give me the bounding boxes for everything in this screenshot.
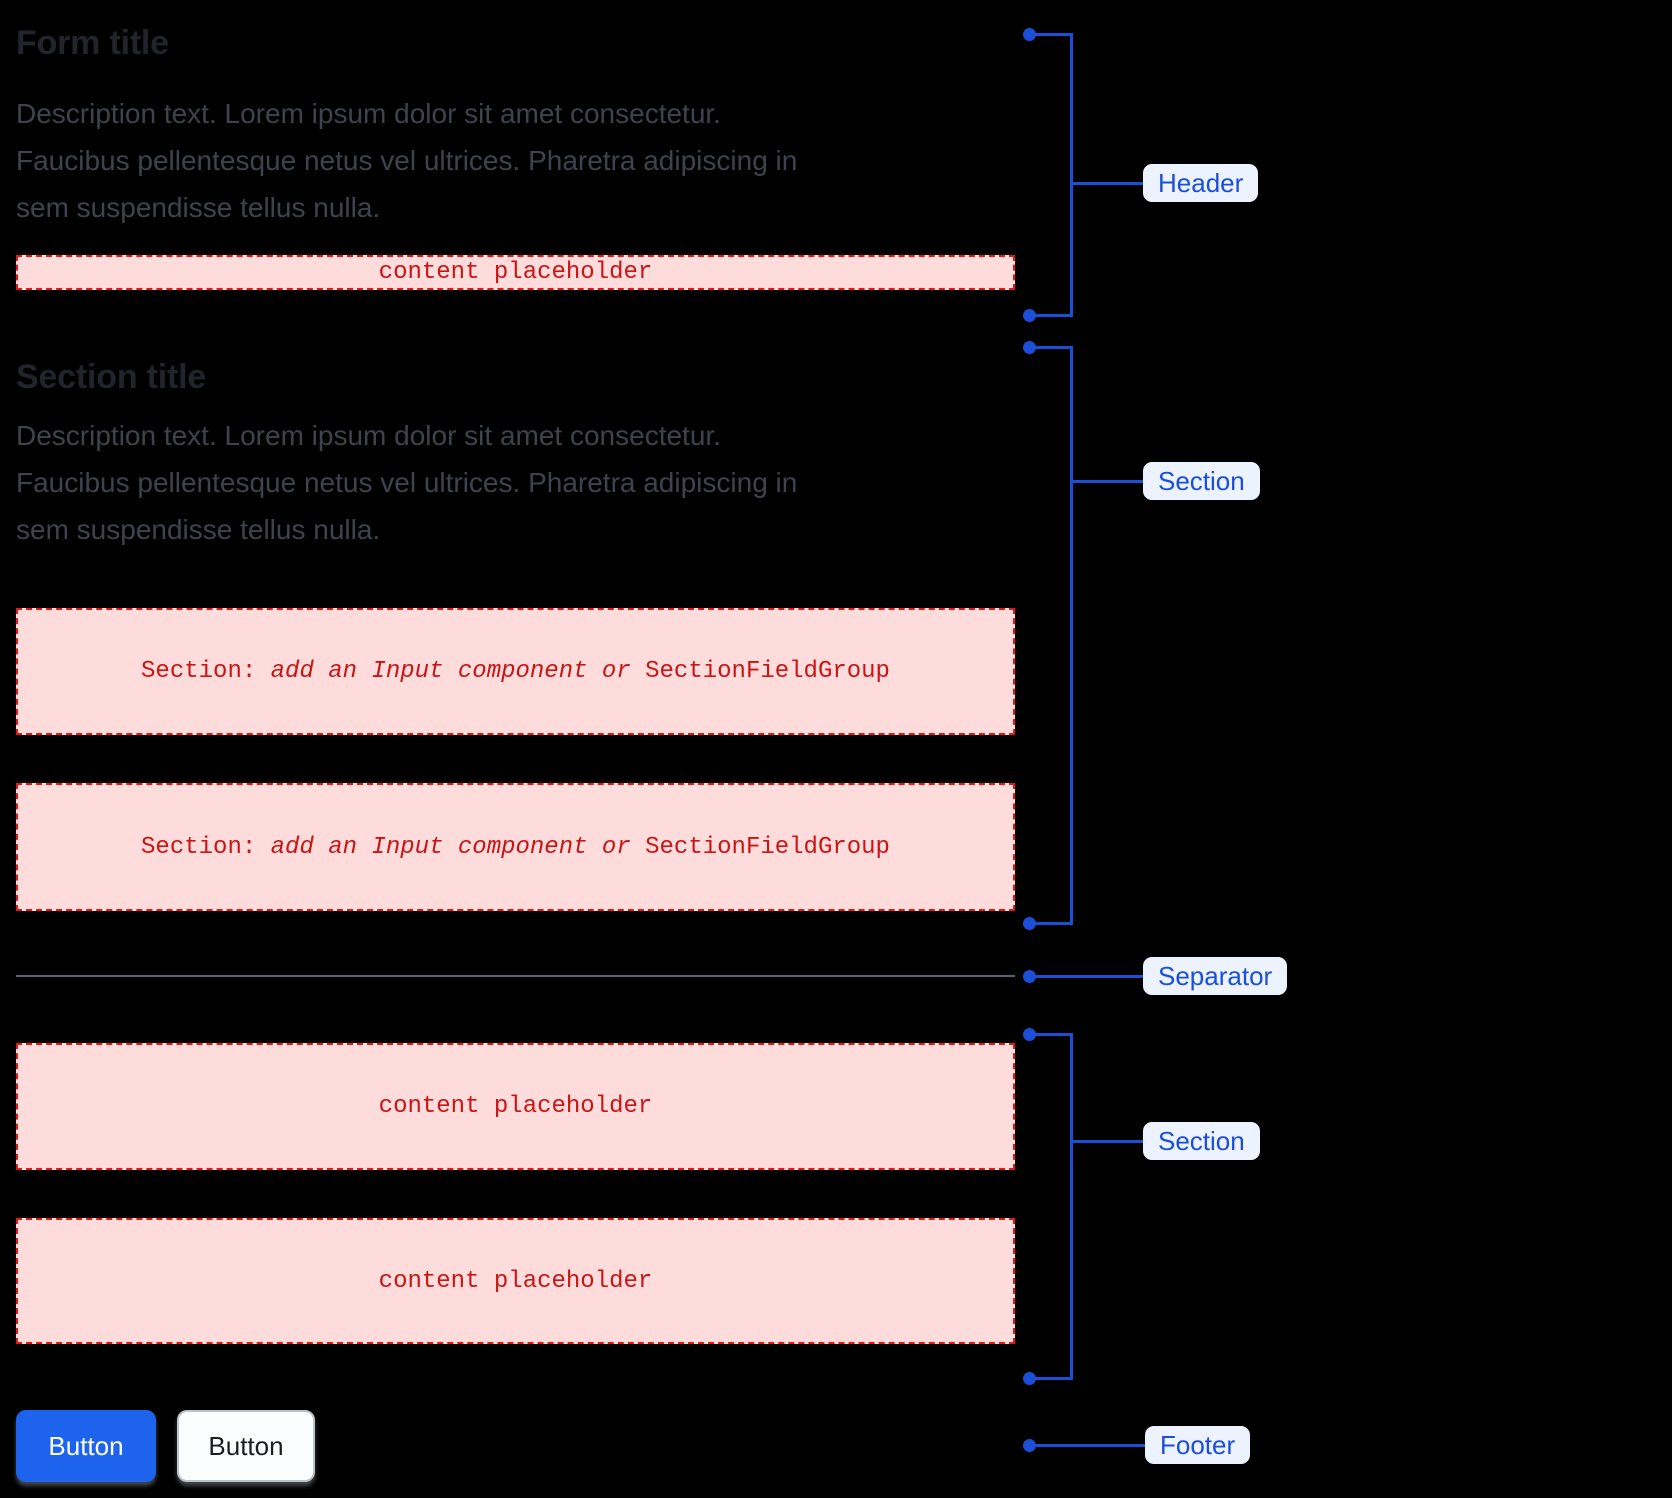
section-title: Section title (16, 358, 207, 396)
separator-line (16, 975, 1015, 977)
header-bracket-bottom-dot (1023, 309, 1036, 322)
header-bracket-bottom-stub (1030, 314, 1073, 317)
section-description: Description text. Lorem ipsum dolor sit … (16, 420, 798, 545)
section2-bracket-bottom-stub (1030, 1377, 1073, 1380)
header-bracket-top-dot (1023, 28, 1036, 41)
section1-bracket-bottom-dot (1023, 917, 1036, 930)
separator-dot (1023, 970, 1036, 983)
header-bracket-vertical-line (1070, 33, 1073, 317)
footer-label-connector (1036, 1444, 1145, 1447)
section2-content-placeholder-1: content placeholder (16, 1043, 1015, 1170)
section-input-placeholder-1: Section: add an Input component or Secti… (16, 608, 1015, 735)
secondary-button[interactable]: Button (177, 1410, 315, 1482)
section2-placeholder-text: content placeholder (378, 1267, 653, 1295)
header-bracket-top-stub (1030, 33, 1073, 36)
section1-bracket-top-stub (1030, 346, 1073, 349)
section1-bracket-vertical-line (1070, 346, 1073, 925)
header-content-placeholder-text: content placeholder (378, 259, 653, 286)
header-label-connector (1072, 182, 1143, 185)
form-title: Form title (16, 24, 169, 62)
form-description: Description text. Lorem ipsum dolor sit … (16, 98, 798, 223)
section1-label-connector (1072, 480, 1143, 483)
section2-content-placeholder-2: content placeholder (16, 1218, 1015, 1344)
placeholder-text-italic: add an Input component or (270, 833, 631, 861)
placeholder-text-prefix: Section: (141, 658, 271, 685)
placeholder-text-prefix: Section: (141, 833, 271, 861)
header-content-placeholder: content placeholder (16, 255, 1015, 290)
separator-label-connector (1036, 975, 1143, 978)
header-annotation-label: Header (1143, 164, 1259, 202)
footer-annotation-label: Footer (1145, 1426, 1251, 1464)
section2-annotation-label: Section (1143, 1122, 1260, 1160)
separator-annotation-label: Separator (1143, 957, 1288, 995)
primary-button[interactable]: Button (16, 1410, 156, 1482)
section2-placeholder-text: content placeholder (378, 1093, 653, 1120)
placeholder-text-italic: add an Input component or (270, 658, 631, 685)
section2-bracket-bottom-dot (1023, 1372, 1036, 1385)
section1-bracket-top-dot (1023, 341, 1036, 354)
section1-annotation-label: Section (1143, 462, 1260, 500)
footer-dot (1023, 1439, 1036, 1452)
section1-bracket-bottom-stub (1030, 922, 1073, 925)
section2-bracket-top-dot (1023, 1028, 1036, 1041)
section2-bracket-vertical-line (1070, 1033, 1073, 1380)
placeholder-text-suffix: SectionFieldGroup (630, 658, 890, 685)
section2-label-connector (1072, 1140, 1143, 1143)
placeholder-text-suffix: SectionFieldGroup (630, 833, 890, 861)
section-input-placeholder-2: Section: add an Input component or Secti… (16, 783, 1015, 911)
section2-bracket-top-stub (1030, 1033, 1073, 1036)
